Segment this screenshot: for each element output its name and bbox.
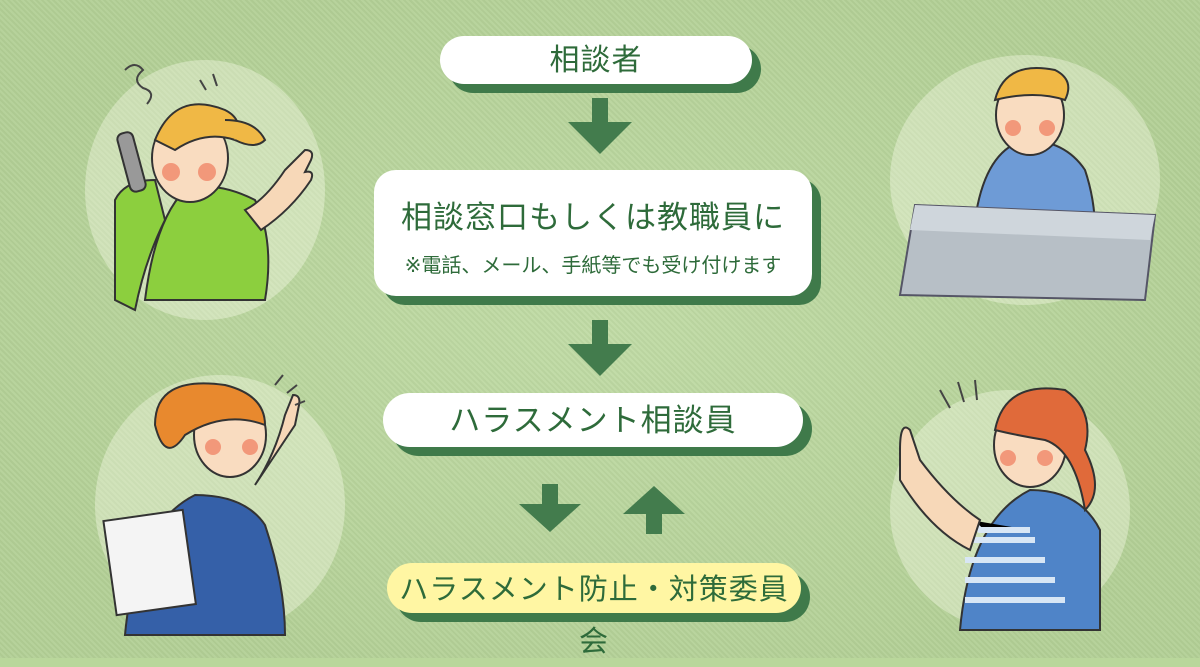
step-prevention-committee-box: ハラスメント防止・対策委員会: [387, 563, 801, 658]
step-consulter-box: 相談者: [440, 36, 752, 84]
woman-on-phone-illustration: [85, 60, 325, 320]
surprised-woman-illustration: [890, 379, 1130, 631]
arrow-down-icon: [519, 484, 581, 532]
step-consultation-window-box: 相談窓口もしくは教職員に ※電話、メール、手紙等でも受け付けます: [374, 170, 812, 296]
step-consulter-label: 相談者: [549, 43, 643, 78]
step-consultation-window-label: 相談窓口もしくは教職員に: [401, 200, 785, 236]
arrow-up-icon: [623, 486, 685, 534]
step-consultation-window-note: ※電話、メール、手紙等でも受け付けます: [404, 253, 782, 277]
arrow-down-icon: [568, 320, 632, 376]
step-prevention-committee-label: ハラスメント防止・対策委員会: [399, 572, 789, 658]
woman-at-desk-illustration: [890, 55, 1160, 305]
step-harassment-counselor-label: ハラスメント相談員: [449, 403, 737, 439]
step-harassment-counselor-box: ハラスメント相談員: [383, 393, 803, 447]
arrow-down-icon: [568, 98, 632, 154]
woman-with-folder-illustration: [95, 374, 345, 636]
